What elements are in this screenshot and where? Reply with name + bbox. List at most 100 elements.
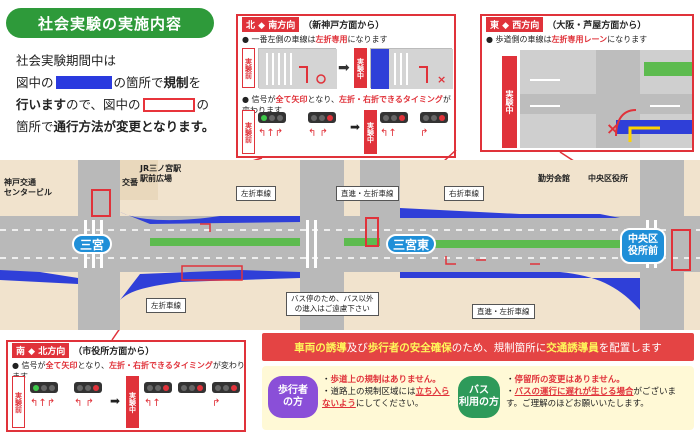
intro-text: 社会実験期間中は 図中のの箇所で規制を 行いますので、図中のの 箇所で通行方法が… <box>16 50 231 138</box>
east-intersection-svg: × <box>520 50 692 148</box>
intro-line1: 社会実験期間中は <box>16 53 117 68</box>
north-callout-header: 北 ◆ 南方向 （新神戸方面から） <box>238 16 454 32</box>
lane-tag-straight-left: 直進・左折車線 <box>336 186 399 201</box>
intro-line4a: 箇所で <box>16 119 54 134</box>
bus-b2a: ・ <box>506 387 515 397</box>
station-badge-chuoku: 中央区 役所前 <box>620 228 666 264</box>
street-map: 神戸交通 センタービル JR三ノ宮駅 駅前広場 交番 勤労会館 中央区役所 三宮… <box>0 160 700 330</box>
north-before-lanes <box>259 49 337 89</box>
lane-tag-left-turn-2: 左折車線 <box>146 298 186 313</box>
guard-f: を配置します <box>598 341 662 354</box>
intro-line2a: 図中の <box>16 75 54 90</box>
intro-line2b: の箇所で <box>113 75 164 90</box>
guard-message-bar: 車両の誘導及び歩行者の安全確保のため、規制箇所に交通誘導員を配置します <box>262 333 694 361</box>
north-b2a: ● 信号が <box>242 95 276 104</box>
north-b2e: が変わります <box>242 95 451 115</box>
turn-arrows-icon: ↱ <box>420 128 429 139</box>
intro-line3a: 行います <box>16 97 67 112</box>
south-before-label: 実験前 <box>12 376 25 428</box>
north-b2c: となり、 <box>307 95 339 104</box>
turn-arrows-icon: ↰ ↱ <box>308 128 328 139</box>
label-koban: 交番 <box>122 178 138 187</box>
lane-tag-straight-left-2: 直進・左折車線 <box>472 304 535 319</box>
ped-b2b: 立ち入らないよう <box>322 387 450 409</box>
lane-tag-left-turn: 左折車線 <box>236 186 276 201</box>
east-during-label: 実験中 <box>502 56 517 148</box>
pedestrian-notice: ・歩道上の規制はありません。 ・道路上の規制区域には立ち入らないようにしてくださ… <box>322 374 452 410</box>
bus-pill: バス 利用の方 <box>458 376 500 418</box>
lane-tag-right-turn: 右折車線 <box>444 186 484 201</box>
ped-b2c: にしてください。 <box>355 399 424 409</box>
east-callout-header: 東 ◆ 西方向 （大阪・芦屋方面から） <box>482 16 692 32</box>
north-route: （新神戸方面から） <box>303 20 385 31</box>
north-direction-tag: 北 ◆ 南方向 <box>242 16 300 32</box>
east-b1c: になります <box>607 35 648 44</box>
ped-b1a: ・ <box>322 375 331 385</box>
north-before-road <box>258 48 337 89</box>
guard-d: のため、規制箇所に <box>451 341 547 354</box>
north-signal-during: ↰↑ ↱ <box>380 112 456 152</box>
intro-line2c: 規制 <box>163 75 189 90</box>
turn-arrows-icon: ↰↑ <box>144 398 161 409</box>
turn-arrows-icon: ↰ ↱ <box>74 398 94 409</box>
traffic-signal-icon <box>380 112 408 123</box>
north-during-label: 実験中 <box>354 48 367 88</box>
turn-arrows-icon: ↰↑ <box>380 128 397 139</box>
station-badge-sannomiya: 三宮 <box>72 234 112 254</box>
north-bullet-1: ● 一番左側の車線は左折専用になります <box>242 34 388 45</box>
east-direction-tag: 東 ◆ 西方向 <box>486 16 544 32</box>
south-during-label: 実験中 <box>126 376 139 428</box>
label-kobe-kotsu: 神戸交通 センタービル <box>4 178 52 197</box>
south-b1a: ● 信号が <box>12 361 46 370</box>
traffic-signal-icon <box>212 382 240 393</box>
north-b1c: になります <box>347 35 388 44</box>
traffic-signal-icon <box>144 382 172 393</box>
south-signal-before: ↰↑↱ ↰ ↱ <box>30 382 110 426</box>
label-kinro-kaikan: 勤労会館 <box>538 174 570 183</box>
north-b1a: ● 一番左側の車線は <box>242 35 316 44</box>
bus-stop-note: バス停のため、バス以外 の進入はご遠慮下さい <box>286 292 379 316</box>
guard-b: 及び <box>346 341 368 354</box>
intro-line3b: ので、図中の <box>66 97 141 112</box>
bus-b1b: 停留所の変更はありません。 <box>514 375 625 385</box>
intro-line2d: を <box>188 75 202 90</box>
traffic-signal-icon <box>74 382 102 393</box>
north-bullet-2: ● 信号が全て矢印となり、左折・右折できるタイミングが変わります <box>242 94 456 116</box>
east-west-callout: 東 ◆ 西方向 （大阪・芦屋方面から） ● 歩道側の車線は左折専用レーンになりま… <box>480 14 694 152</box>
east-intersection-diagram: × <box>520 50 692 148</box>
north-during-road: × <box>370 48 453 89</box>
south-b1b: 全て矢印 <box>45 361 78 370</box>
east-b1b: 左折専用レーン <box>551 35 608 44</box>
north-during-lanes: × <box>371 49 453 89</box>
traffic-signal-icon <box>258 112 286 123</box>
turn-arrows-icon: ↰↑↱ <box>258 128 284 139</box>
intro-line4c: となります。 <box>141 119 215 134</box>
north-b2d: 左折・右折できるタイミング <box>338 95 443 104</box>
change-swatch <box>142 98 195 112</box>
traffic-signal-icon <box>308 112 336 123</box>
north-signal-before-label: 実験前 <box>242 110 255 154</box>
east-bullet-1: ● 歩道側の車線は左折専用レーンになります <box>486 34 647 45</box>
svg-text:×: × <box>437 73 446 86</box>
traffic-signal-icon <box>30 382 58 393</box>
pedestrian-pill-1: 歩行者 <box>278 385 308 396</box>
notice-panel: 歩行者 の方 ・歩道上の規制はありません。 ・道路上の規制区域には立ち入らないよ… <box>262 366 694 430</box>
north-arrow-1: ➡ <box>338 60 350 76</box>
label-chuo-kuyakusho: 中央区役所 <box>588 174 628 183</box>
ped-b2a: ・道路上の規制区域には <box>322 387 416 397</box>
pedestrian-pill: 歩行者 の方 <box>268 376 318 418</box>
south-direction-tag: 南 ◆ 北方向 <box>12 342 70 358</box>
bus-b2b: バスの運行に遅れが生じる場合 <box>514 387 634 397</box>
turn-arrows-icon: ↰↑↱ <box>30 398 56 409</box>
ped-b1b: 歩道上の規制はありません。 <box>330 375 441 385</box>
page-title: 社会実験の実施内容 <box>6 8 214 38</box>
north-signal-during-label: 実験中 <box>364 110 377 154</box>
bus-pill-1: バス <box>469 385 489 396</box>
intro-line3c: の <box>196 97 210 112</box>
north-b2b: 全て矢印 <box>275 95 308 104</box>
guard-a: 車両の誘導 <box>294 341 347 354</box>
north-arrow-2: ➡ <box>350 120 361 134</box>
south-signal-during: ↰↑ ↱ <box>144 382 244 426</box>
bus-b2c: がございます。ご理解のほどお願いいたします。 <box>506 387 677 409</box>
bus-notice: ・停留所の変更はありません。 ・バスの運行に遅れが生じる場合がございます。ご理解… <box>506 374 690 410</box>
